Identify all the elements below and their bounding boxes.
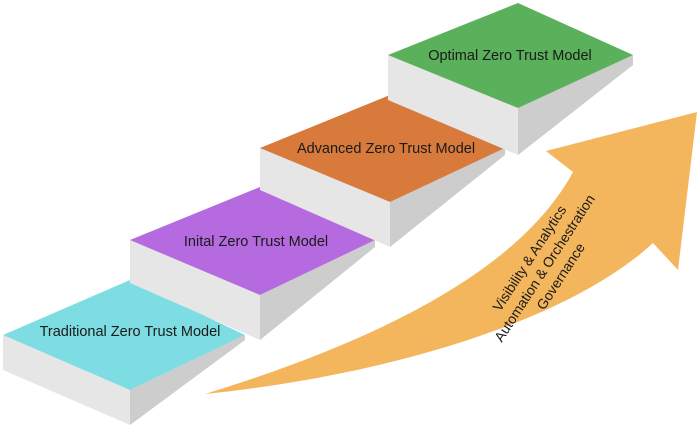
step-traditional-riser: [3, 335, 130, 425]
step-traditional: Traditional Zero Trust Model: [3, 280, 245, 425]
step-advanced-riser: [260, 148, 390, 247]
growth-arrow-shape: [205, 112, 697, 394]
step-advanced-label: Advanced Zero Trust Model: [297, 141, 475, 157]
step-optimal-riser: [388, 55, 518, 155]
step-traditional-side: [130, 335, 245, 425]
step-initial-top: [130, 187, 375, 295]
step-initial-side: [260, 240, 375, 340]
step-traditional-label: Traditional Zero Trust Model: [40, 324, 221, 340]
step-initial-riser: [130, 240, 260, 340]
step-optimal-side: [518, 55, 633, 155]
step-initial-label: Inital Zero Trust Model: [184, 234, 328, 250]
step-advanced-side: [390, 148, 505, 247]
step-optimal: Optimal Zero Trust Model: [388, 3, 633, 155]
step-traditional-top: [3, 280, 245, 390]
step-optimal-top: [388, 3, 633, 108]
step-initial: Inital Zero Trust Model: [130, 187, 375, 340]
step-optimal-label: Optimal Zero Trust Model: [428, 48, 592, 64]
